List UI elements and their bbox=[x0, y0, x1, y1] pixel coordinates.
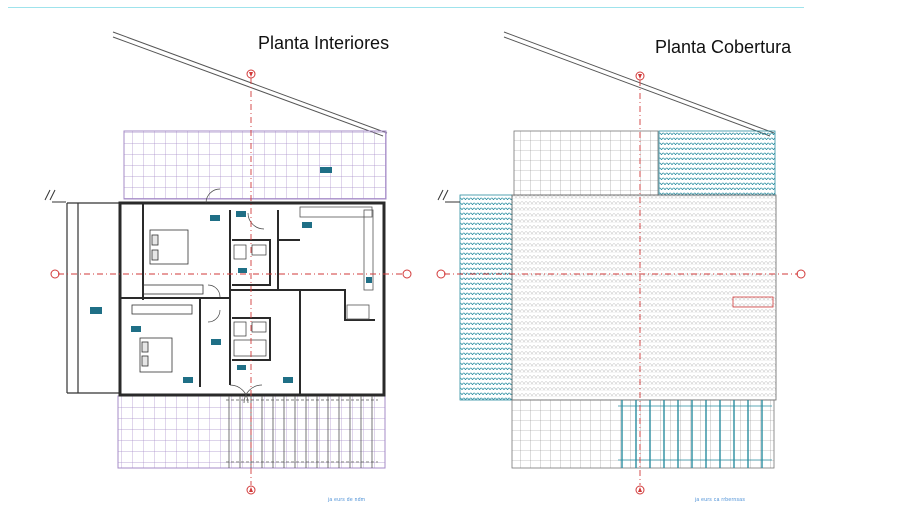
terrace-south bbox=[117, 395, 386, 469]
wardrobe bbox=[131, 304, 193, 315]
interior-plan bbox=[44, 31, 412, 495]
fixture-icon bbox=[233, 244, 267, 357]
interior-plan-caption: ja eurs de ndm bbox=[328, 497, 366, 503]
terrace-north bbox=[513, 130, 659, 196]
roof-vent bbox=[732, 296, 774, 308]
boundary-line bbox=[503, 31, 775, 137]
bed-icon bbox=[139, 337, 173, 373]
roof-tiles-blue bbox=[658, 130, 776, 196]
roof-tiles-blue bbox=[459, 194, 513, 401]
furniture-tags bbox=[90, 167, 372, 383]
door-swing-icon bbox=[205, 188, 265, 404]
section-axes bbox=[58, 78, 404, 485]
axis-marker-icon bbox=[436, 71, 806, 495]
roof-plan-caption: ja eurs ca rrbernsas bbox=[695, 497, 746, 503]
section-axes bbox=[444, 80, 798, 485]
roof-plan bbox=[436, 31, 806, 495]
axis-marker-icon bbox=[50, 69, 412, 495]
boundary-line bbox=[112, 31, 388, 137]
pergola bbox=[618, 400, 772, 468]
interior-plan-title: Planta Interiores bbox=[258, 33, 390, 53]
interior-partitions bbox=[120, 203, 375, 395]
terrace-south bbox=[511, 399, 775, 469]
roof-tiles-main bbox=[511, 194, 777, 401]
header-rule bbox=[8, 7, 804, 8]
bed-icon bbox=[149, 229, 189, 265]
wardrobe bbox=[142, 284, 204, 295]
kitchen-counter bbox=[299, 206, 373, 218]
roof-plan-title: Planta Cobertura bbox=[655, 37, 792, 57]
side-bay bbox=[66, 202, 120, 394]
terrace-north bbox=[123, 130, 387, 200]
